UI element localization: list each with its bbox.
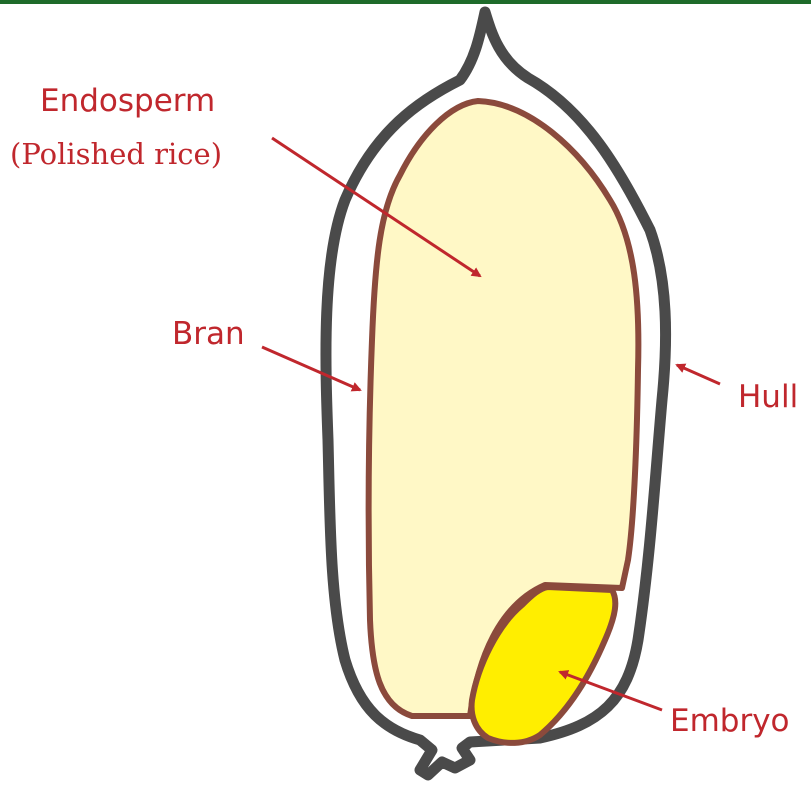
hull-label: Hull [738, 382, 798, 413]
polished-rice-label: (Polished rice) [10, 140, 222, 169]
hull-arrow [677, 365, 720, 384]
embryo-label: Embryo [670, 706, 790, 737]
endosperm-label: Endosperm [40, 86, 215, 117]
bran-label: Bran [172, 319, 245, 350]
